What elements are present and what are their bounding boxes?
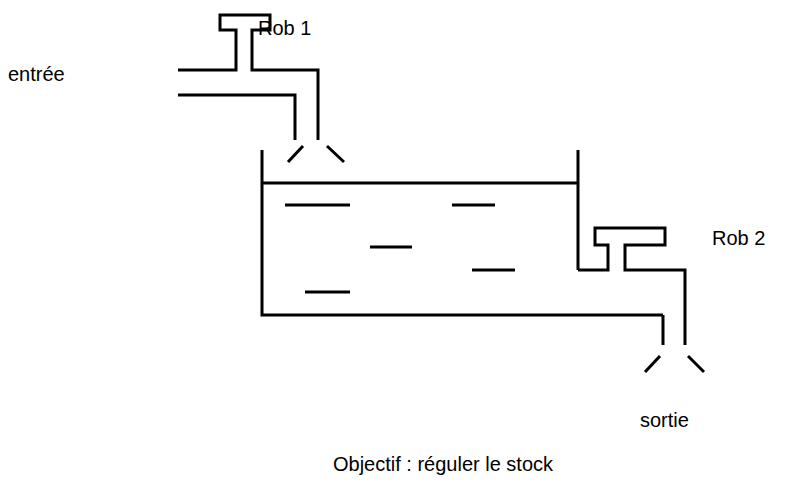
part-label: Rob 1 [258, 16, 311, 40]
water-level [262, 182, 578, 185]
tap-2 [578, 228, 685, 345]
tap-1 [178, 15, 318, 140]
flow-mark [327, 146, 344, 162]
part-label: Rob 2 [712, 226, 765, 250]
water-marks [285, 205, 515, 292]
flow-mark [645, 356, 660, 372]
tank [262, 150, 663, 315]
part-label: sortie [640, 408, 689, 432]
flow-mark [288, 146, 303, 162]
caption: Objectif : réguler le stock [333, 452, 553, 476]
part-label: entrée [8, 62, 65, 86]
flow-mark [688, 356, 704, 372]
